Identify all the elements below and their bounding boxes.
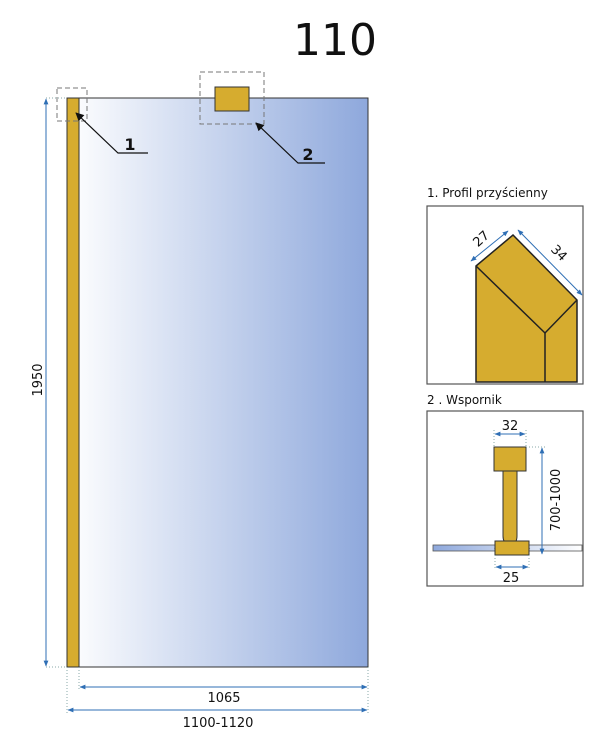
outer-width-label: 1100-1120 [183, 716, 254, 731]
glass-panel [66, 86, 369, 668]
bracket-rod [502, 470, 518, 547]
detail-2-marker-box [199, 71, 265, 125]
callout-1-label: 1 [124, 135, 135, 154]
bracket [214, 86, 250, 112]
dim-length-label: 700-1000 [549, 469, 564, 532]
page-title: 110 [293, 15, 377, 66]
dim-25-label: 25 [503, 571, 520, 586]
detail-2-title: 2 . Wspornik [427, 393, 502, 407]
height-dimension: 1950 [31, 97, 67, 668]
bracket-top-block [493, 446, 527, 472]
height-label: 1950 [31, 363, 46, 396]
detail-1-box: 27 34 [426, 205, 584, 385]
bracket-clamp [494, 540, 530, 556]
inner-width-label: 1065 [207, 691, 240, 706]
callout-2-leader [255, 122, 325, 164]
wall-profile [66, 97, 80, 668]
detail-2-box: 32 25 700-1000 [426, 410, 584, 587]
detail-1-title: 1. Profil przyścienny [427, 186, 548, 200]
callout-1-leader [75, 112, 148, 154]
width-dimensions: 1065 1100-1120 [66, 667, 369, 731]
callout-2-label: 2 [302, 145, 313, 164]
dim-32-label: 32 [502, 419, 519, 434]
